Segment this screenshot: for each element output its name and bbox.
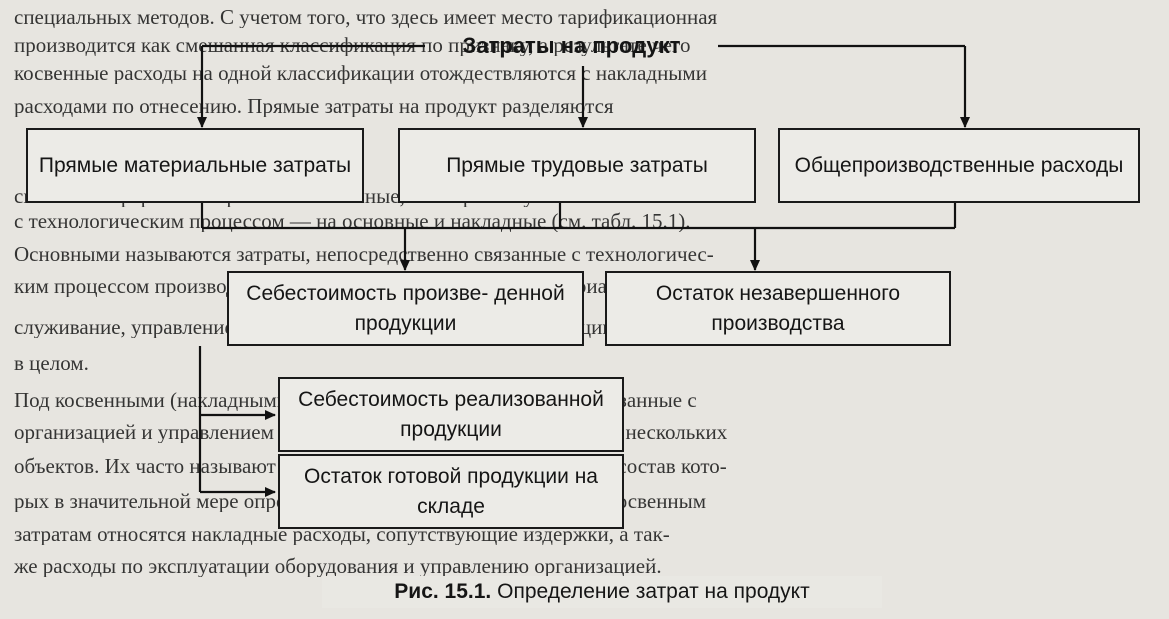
diagram-title: Затраты на продукт — [462, 33, 681, 58]
background-text-line: в целом. — [14, 352, 89, 374]
figure-caption-label: Рис. 15.1. — [394, 580, 492, 603]
node-cost-of-goods-manufactured: Себестоимость произве- денной продукции — [227, 271, 584, 346]
background-text-line: же расходы по эксплуатации оборудования … — [14, 555, 662, 577]
node-direct-materials: Прямые материальные затраты — [26, 128, 364, 203]
figure-caption-text: Определение затрат на продукт — [497, 580, 810, 603]
background-text-line: Основными называются затраты, непосредст… — [14, 243, 714, 265]
node-direct-labor: Прямые трудовые затраты — [398, 128, 756, 203]
node-work-in-process: Остаток незавершенного производства — [605, 271, 951, 346]
background-text-line: специальных методов. С учетом того, что … — [14, 6, 718, 28]
background-text-line: расходами по отнесению. Прямые затраты н… — [14, 95, 614, 117]
background-text-line: с технологическим процессом — на основны… — [14, 210, 691, 232]
background-text-line: косвенные расходы на одной классификации… — [14, 62, 707, 84]
node-overhead: Общепроизводственные расходы — [778, 128, 1140, 203]
figure-caption: Рис. 15.1. Определение затрат на продукт — [322, 576, 882, 608]
node-finished-goods: Остаток готовой продукции на складе — [278, 454, 624, 529]
node-cost-of-goods-sold: Себестоимость реализованной продукции — [278, 377, 624, 452]
